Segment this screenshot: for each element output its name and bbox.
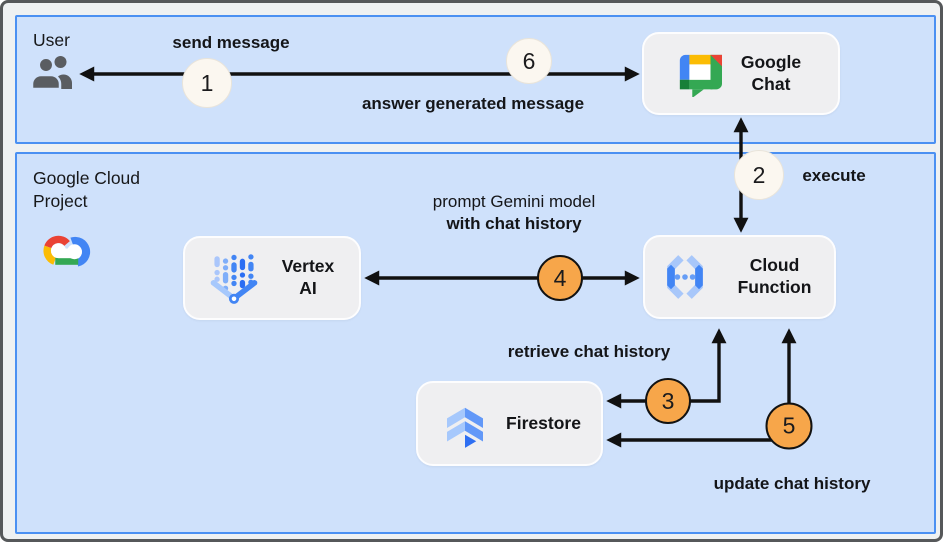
user-zone-label: User (33, 30, 70, 50)
node-vertex-ai-label: Vertex AI (281, 256, 335, 298)
node-cloud-function[interactable]: Cloud Function (643, 235, 836, 319)
cloud-function-icon (657, 249, 713, 305)
step-badge-5: 5 (765, 402, 813, 450)
label-with-chat-history: with chat history (446, 214, 582, 233)
step-badge-4: 4 (537, 255, 583, 301)
user-icon (30, 56, 72, 91)
google-cloud-icon (43, 235, 91, 267)
label-execute: execute (802, 166, 866, 185)
step-badge-1: 1 (182, 58, 232, 108)
firestore-icon (438, 397, 492, 451)
label-retrieve-chat-history: retrieve chat history (507, 342, 671, 361)
step-badge-3: 3 (645, 378, 691, 424)
step-badge-2: 2 (734, 150, 784, 200)
label-answer-generated-message: answer generated message (361, 94, 585, 113)
vertex-ai-icon (205, 249, 263, 307)
step-badge-6: 6 (506, 38, 552, 84)
node-cloud-function-label: Cloud Function (737, 255, 812, 297)
google-chat-icon (676, 51, 722, 97)
gcp-zone-label: Google Cloud Project (33, 168, 141, 211)
label-update-chat-history: update chat history (713, 474, 871, 493)
node-vertex-ai[interactable]: Vertex AI (183, 236, 361, 320)
node-google-chat-label: Google Chat (740, 51, 802, 94)
node-google-chat[interactable]: Google Chat (642, 32, 840, 115)
label-prompt-gemini-model: prompt Gemini model (432, 192, 596, 211)
node-firestore-label: Firestore (506, 412, 581, 433)
node-firestore[interactable]: Firestore (416, 381, 603, 466)
label-send-message: send message (172, 33, 290, 52)
